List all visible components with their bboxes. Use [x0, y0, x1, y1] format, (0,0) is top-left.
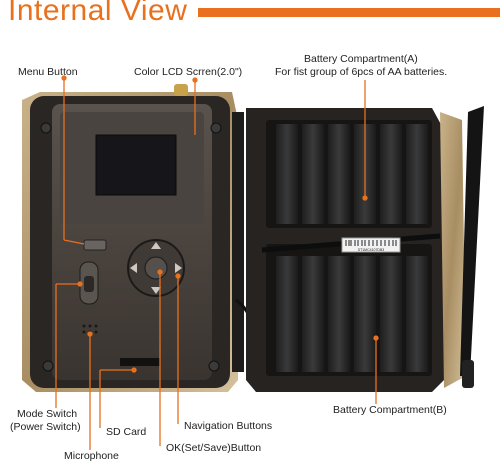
- label-battery-b: Battery Compartment(B): [333, 404, 447, 416]
- title-accent-bar: [198, 8, 500, 17]
- label-menu-button: Menu Button: [18, 66, 78, 78]
- label-battery-a-title: Battery Compartment(A): [304, 53, 418, 65]
- battery-cells-b: [276, 256, 428, 372]
- menu-button: [83, 239, 107, 251]
- label-mode-switch: Mode Switch: [17, 408, 78, 420]
- screw: [208, 360, 220, 372]
- screw: [42, 360, 54, 372]
- screw: [210, 122, 222, 134]
- ok-button: [144, 256, 168, 280]
- back-shell-camo: [440, 112, 466, 388]
- label-lcd-screen: Color LCD Scrren(2.0"): [134, 66, 243, 78]
- sd-card-slot: [120, 358, 160, 366]
- label-sd-card: SD Card: [106, 426, 147, 438]
- antenna: [460, 106, 484, 376]
- screw: [40, 122, 52, 134]
- top-knob: [174, 84, 188, 96]
- hinge: [232, 112, 244, 372]
- label-battery-a-note: For fist group of 6pcs of AA batteries.: [275, 66, 448, 78]
- sticker-serial: ST1MC4107DB3: [358, 248, 385, 252]
- page-title: Internal View: [8, 0, 188, 27]
- lcd-screen: [95, 134, 177, 196]
- label-ok-button: OK(Set/Save)Button: [166, 442, 262, 454]
- label-power-switch: (Power Switch): [10, 421, 81, 433]
- battery-cells-a: [276, 124, 428, 224]
- label-microphone: Microphone: [64, 450, 119, 462]
- label-navigation-buttons: Navigation Buttons: [184, 420, 273, 432]
